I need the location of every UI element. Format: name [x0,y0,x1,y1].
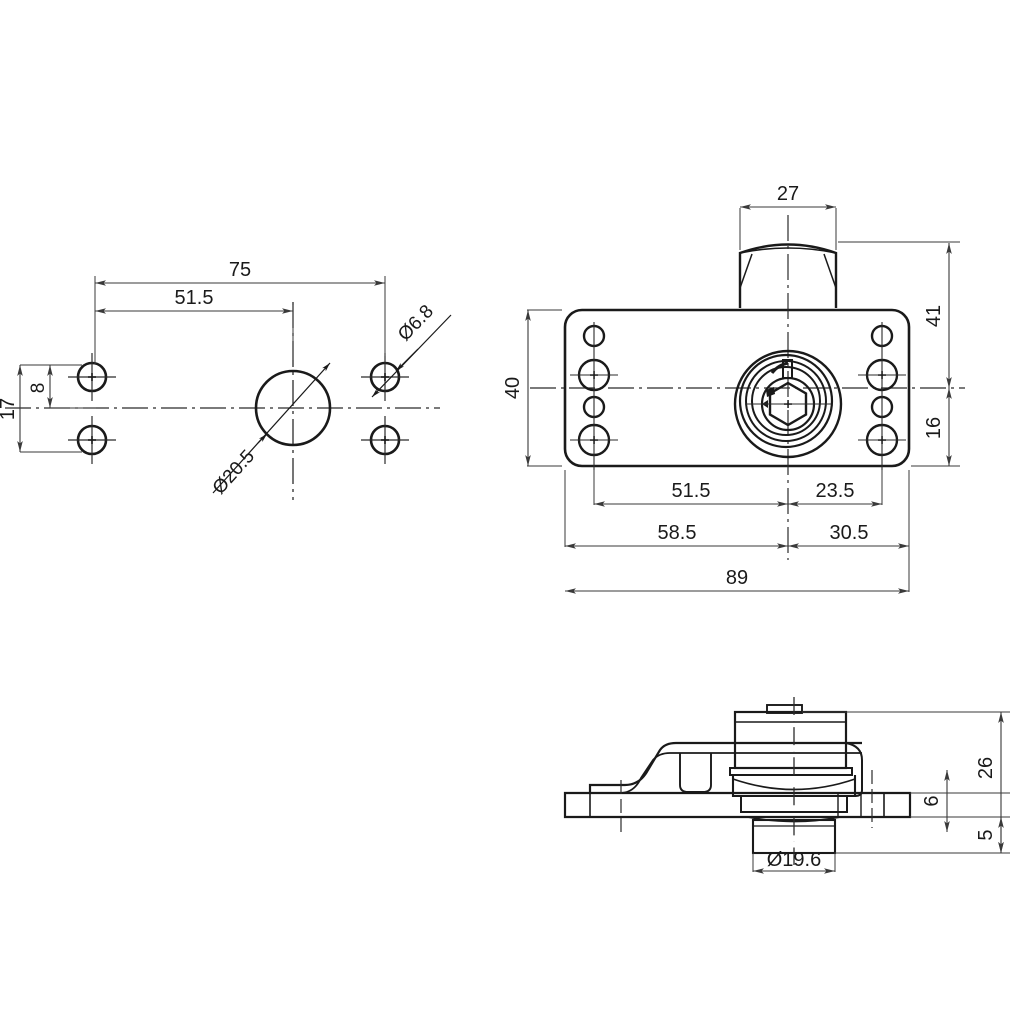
front-lower-extension-lines [564,470,910,592]
dim-40-label: 40 [502,377,524,399]
dim-16-label: 16 [923,417,945,439]
side-extension-lines [802,711,1010,854]
dim-5-label: 5 [975,829,997,840]
dim-30p5: 30.5 [788,522,909,549]
cylinder-centre-mark [784,400,792,408]
dim-8: 8 [28,365,96,409]
cylinder-ring-4 [751,366,821,436]
dim-5: 5 [975,817,1004,853]
dim-17-label: 17 [0,398,19,420]
keyway-slot [782,359,793,379]
lock-cylinder [733,349,843,459]
dim-89-label: 89 [726,567,748,589]
dim-51p5b-label: 51.5 [672,480,711,502]
extension-lines-v1 [94,276,386,364]
dim-6: 6 [921,770,950,832]
keyway-detail-a [766,387,775,397]
dim-27-label: 27 [777,183,799,205]
side-section-view: 26 6 5 Ø19.6 [563,697,1010,874]
dim-6-label: 6 [921,795,943,806]
dim-51p5: 51.5 [95,287,293,314]
dim-16: 16 [911,388,960,467]
front-view: 27 40 41 16 [502,183,965,594]
boss-top-profile [588,741,862,793]
dim-23p5-label: 23.5 [816,480,855,502]
dim-26-label: 26 [975,757,997,779]
dim-89: 89 [565,567,909,594]
dim-27: 27 [739,183,837,250]
dim-d19p6-label: Ø19.6 [767,849,821,871]
front-hole-centre-marks [590,371,886,444]
dim-d19p6: Ø19.6 [752,849,836,874]
dim-51p5-label: 51.5 [175,287,214,309]
cylinder-ring-2 [738,353,834,449]
hole-centre-marks [88,373,389,444]
dim-51p5b: 51.5 [594,480,788,507]
dim-58p5: 58.5 [565,522,788,549]
keyway-arc [770,361,789,374]
dim-75-label: 75 [229,259,251,281]
dim-41-label: 41 [923,305,945,327]
tab-detail [679,753,712,793]
dim-8-label: 8 [28,383,49,394]
face-plate-outline [563,308,911,468]
dim-30p5-label: 30.5 [830,522,869,544]
dim-40: 40 [502,309,562,467]
boss-inner-profile [606,752,862,794]
barrel-top-cap [766,704,803,714]
barrel-washer [729,767,853,776]
dim-58p5-label: 58.5 [658,522,697,544]
knob-chamfer-right [823,253,837,289]
dim-75: 75 [95,259,385,286]
main-bore-circle [254,369,332,447]
barrel-lower-collar [740,796,848,813]
dim-23p5: 23.5 [788,480,882,507]
dim-41: 41 [838,241,960,388]
bracket-arm [845,742,863,797]
dim-17: 17 [0,364,82,453]
knob-chamfer-left [739,253,753,289]
cylinder-ring-outer [733,349,843,459]
